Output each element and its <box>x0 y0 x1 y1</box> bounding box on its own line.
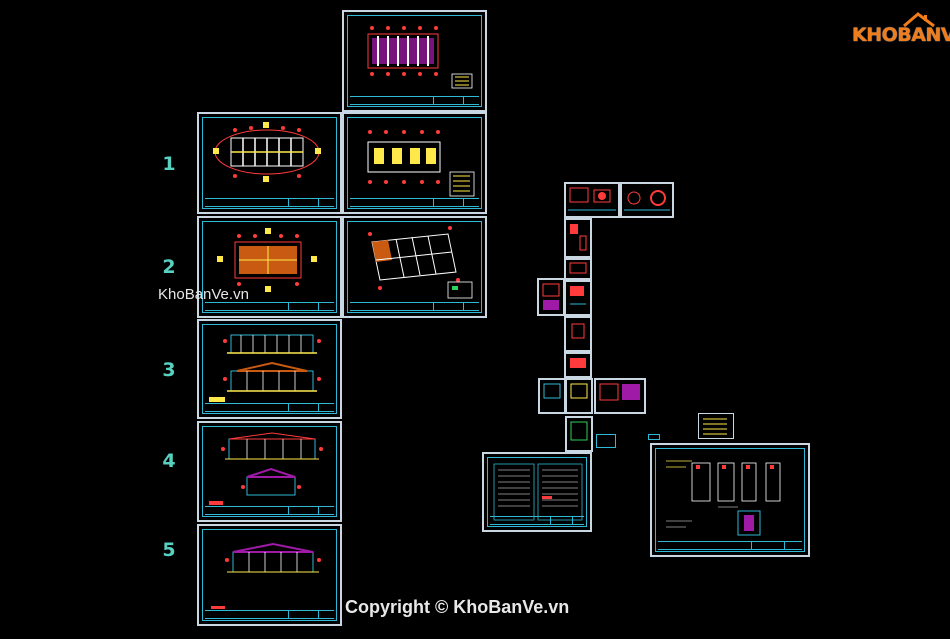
detail-drawing <box>570 286 586 305</box>
sheet-title-block <box>350 198 479 207</box>
drawing-sheet-1b[interactable] <box>342 112 487 214</box>
section-drawing <box>209 432 323 505</box>
row-number-5: 5 <box>162 539 176 561</box>
sheet-frame <box>487 457 587 527</box>
detail-drawing <box>570 224 587 251</box>
detail-sheet-tiny[interactable] <box>648 434 660 440</box>
drawing-sheet-3[interactable] <box>197 319 342 419</box>
sheet-frame <box>202 529 337 621</box>
elevation-drawing <box>209 334 321 402</box>
sheet-frame <box>202 117 337 209</box>
drawing-sheet-2b[interactable] <box>342 216 487 318</box>
row-number-4: 4 <box>162 450 176 472</box>
sheet-title-block <box>205 302 334 311</box>
drawing-sheet-wall-details[interactable] <box>650 443 810 557</box>
drawing-sheet-roof-plan[interactable] <box>342 10 487 112</box>
detail-sheet-column-4[interactable] <box>564 316 592 352</box>
drawing-sheet-2a[interactable] <box>197 216 342 318</box>
detail-drawing <box>571 323 585 339</box>
site-logo[interactable]: KHOBANVE <box>852 10 950 54</box>
plan-drawing <box>213 122 321 182</box>
detail-sheet-small[interactable] <box>596 434 616 448</box>
detail-drawing <box>570 358 586 368</box>
sheet-title-block <box>658 541 802 550</box>
legend-drawing <box>703 418 727 435</box>
sheet-title-block <box>205 403 334 412</box>
sheet-title-block <box>350 302 479 311</box>
detail-drawing <box>570 421 588 441</box>
plan-drawing <box>367 130 475 197</box>
sheet-frame <box>655 448 805 552</box>
sheet-frame <box>347 15 482 107</box>
detail-sheet-row-center[interactable] <box>565 378 593 414</box>
detail-sheet-left-mid[interactable] <box>537 278 565 316</box>
plan-drawing <box>367 26 473 89</box>
row-number-3: 3 <box>162 359 176 381</box>
sheet-title-block <box>205 610 334 619</box>
row-number-1: 1 <box>162 153 176 175</box>
detail-sheet-column-3[interactable] <box>564 280 592 316</box>
sheet-frame <box>347 117 482 209</box>
row-number-2: 2 <box>162 256 176 278</box>
detail-sheet-row-right[interactable] <box>594 378 646 414</box>
detail-sheet-top-left[interactable] <box>564 182 620 218</box>
detail-sheet-column-5[interactable] <box>564 352 592 378</box>
sheet-frame <box>347 221 482 313</box>
detail-sheet-row-left[interactable] <box>538 378 566 414</box>
notes-table <box>493 463 583 521</box>
detail-drawing <box>570 383 588 399</box>
sheet-title-block <box>205 506 334 515</box>
detail-drawing <box>568 187 616 211</box>
sheet-title-block <box>350 96 479 105</box>
detail-drawing <box>624 190 670 211</box>
logo-text: KHOBANVE <box>852 24 950 46</box>
detail-drawing <box>543 383 561 399</box>
sheet-frame <box>202 324 337 414</box>
detail-legend-block[interactable] <box>698 413 734 439</box>
detail-sheet-column-2[interactable] <box>564 258 592 280</box>
plan-drawing <box>368 226 473 299</box>
detail-sheet-top-right[interactable] <box>620 182 674 218</box>
drawing-sheet-1a[interactable] <box>197 112 342 214</box>
sheet-title-block <box>490 516 584 525</box>
sheet-frame <box>202 426 337 517</box>
drawing-sheet-5[interactable] <box>197 524 342 626</box>
detail-drawing <box>569 262 587 274</box>
plan-drawing <box>217 228 317 292</box>
wall-section-drawing <box>666 460 781 536</box>
detail-sheet-column-1[interactable] <box>564 218 592 258</box>
watermark-text: KhoBanVe.vn <box>158 286 249 303</box>
section-drawing <box>211 542 321 609</box>
copyright-text: Copyright © KhoBanVe.vn <box>345 597 570 617</box>
drawing-sheet-notes[interactable] <box>482 452 592 532</box>
detail-sheet-column-6[interactable] <box>565 416 593 452</box>
sheet-title-block <box>205 198 334 207</box>
detail-drawing <box>599 383 640 401</box>
house-roof-icon <box>903 12 935 28</box>
detail-drawing <box>542 283 560 310</box>
drawing-sheet-4[interactable] <box>197 421 342 522</box>
sheet-frame <box>202 221 337 313</box>
